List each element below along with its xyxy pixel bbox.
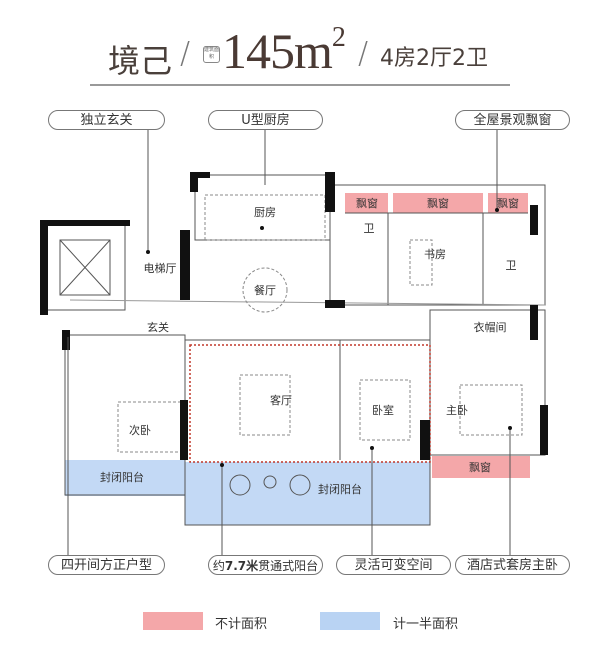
slash-divider: /	[358, 36, 369, 71]
callout-bay-windows: 全屋景观飘窗	[455, 110, 570, 130]
callout-independent-foyer: 独立玄关	[48, 110, 165, 130]
area-badge: 建筑面积	[203, 46, 220, 63]
callout-u-kitchen: U型厨房	[208, 110, 323, 130]
room-label-balcony: 封闭阳台	[100, 471, 144, 484]
room-label-study: 书房	[424, 248, 446, 261]
balcony-left-zone	[65, 460, 185, 496]
bay-window-zone	[488, 193, 528, 213]
area-value: 145m2	[222, 22, 346, 79]
room-label-dining: 餐厅	[254, 284, 276, 297]
callout-flexible-space: 灵活可变空间	[336, 555, 451, 575]
flexible-space-outline	[189, 344, 431, 463]
callout-master-suite: 酒店式套房主卧	[455, 555, 570, 575]
room-label-master-bedroom: 主卧	[446, 404, 468, 417]
room-label-bay-window: 飘窗	[356, 197, 378, 210]
layout-summary: 4房2厅2卫	[380, 46, 488, 71]
room-label-living: 客厅	[270, 394, 292, 407]
room-label-bay-window: 飘窗	[497, 197, 519, 210]
room-label-elevator-hall: 电梯厅	[143, 262, 177, 275]
callout-balcony-length: 约7.7米贯通式阳台	[208, 555, 323, 575]
room-label-walk-in-closet: 衣帽间	[473, 321, 507, 334]
room-label-bath: 卫	[505, 259, 517, 272]
room-label-second-bedroom: 次卧	[129, 424, 151, 437]
bay-window-zone	[345, 193, 388, 213]
room-label-bay-window: 飘窗	[469, 461, 491, 474]
balcony-main-zone	[185, 462, 430, 525]
room-label-foyer: 玄关	[147, 321, 169, 334]
bay-window-zone	[393, 193, 483, 213]
project-name: 境己	[108, 42, 173, 80]
room-label-bedroom: 卧室	[372, 404, 394, 417]
slash-divider: /	[180, 36, 191, 71]
room-label-bay-window: 飘窗	[427, 197, 449, 210]
callout-four-bay-layout: 四开间方正户型	[48, 555, 165, 575]
room-label-bath: 卫	[363, 222, 375, 235]
room-label-balcony: 封闭阳台	[318, 483, 362, 496]
legend-swatch-excluded	[143, 612, 203, 630]
legend-swatch-half	[320, 612, 380, 630]
legend-label-half: 计一半面积	[393, 617, 459, 632]
bay-window-zone	[432, 456, 530, 478]
room-label-kitchen: 厨房	[254, 206, 276, 219]
title-underline	[90, 84, 510, 86]
legend-label-excluded: 不计面积	[215, 617, 268, 632]
